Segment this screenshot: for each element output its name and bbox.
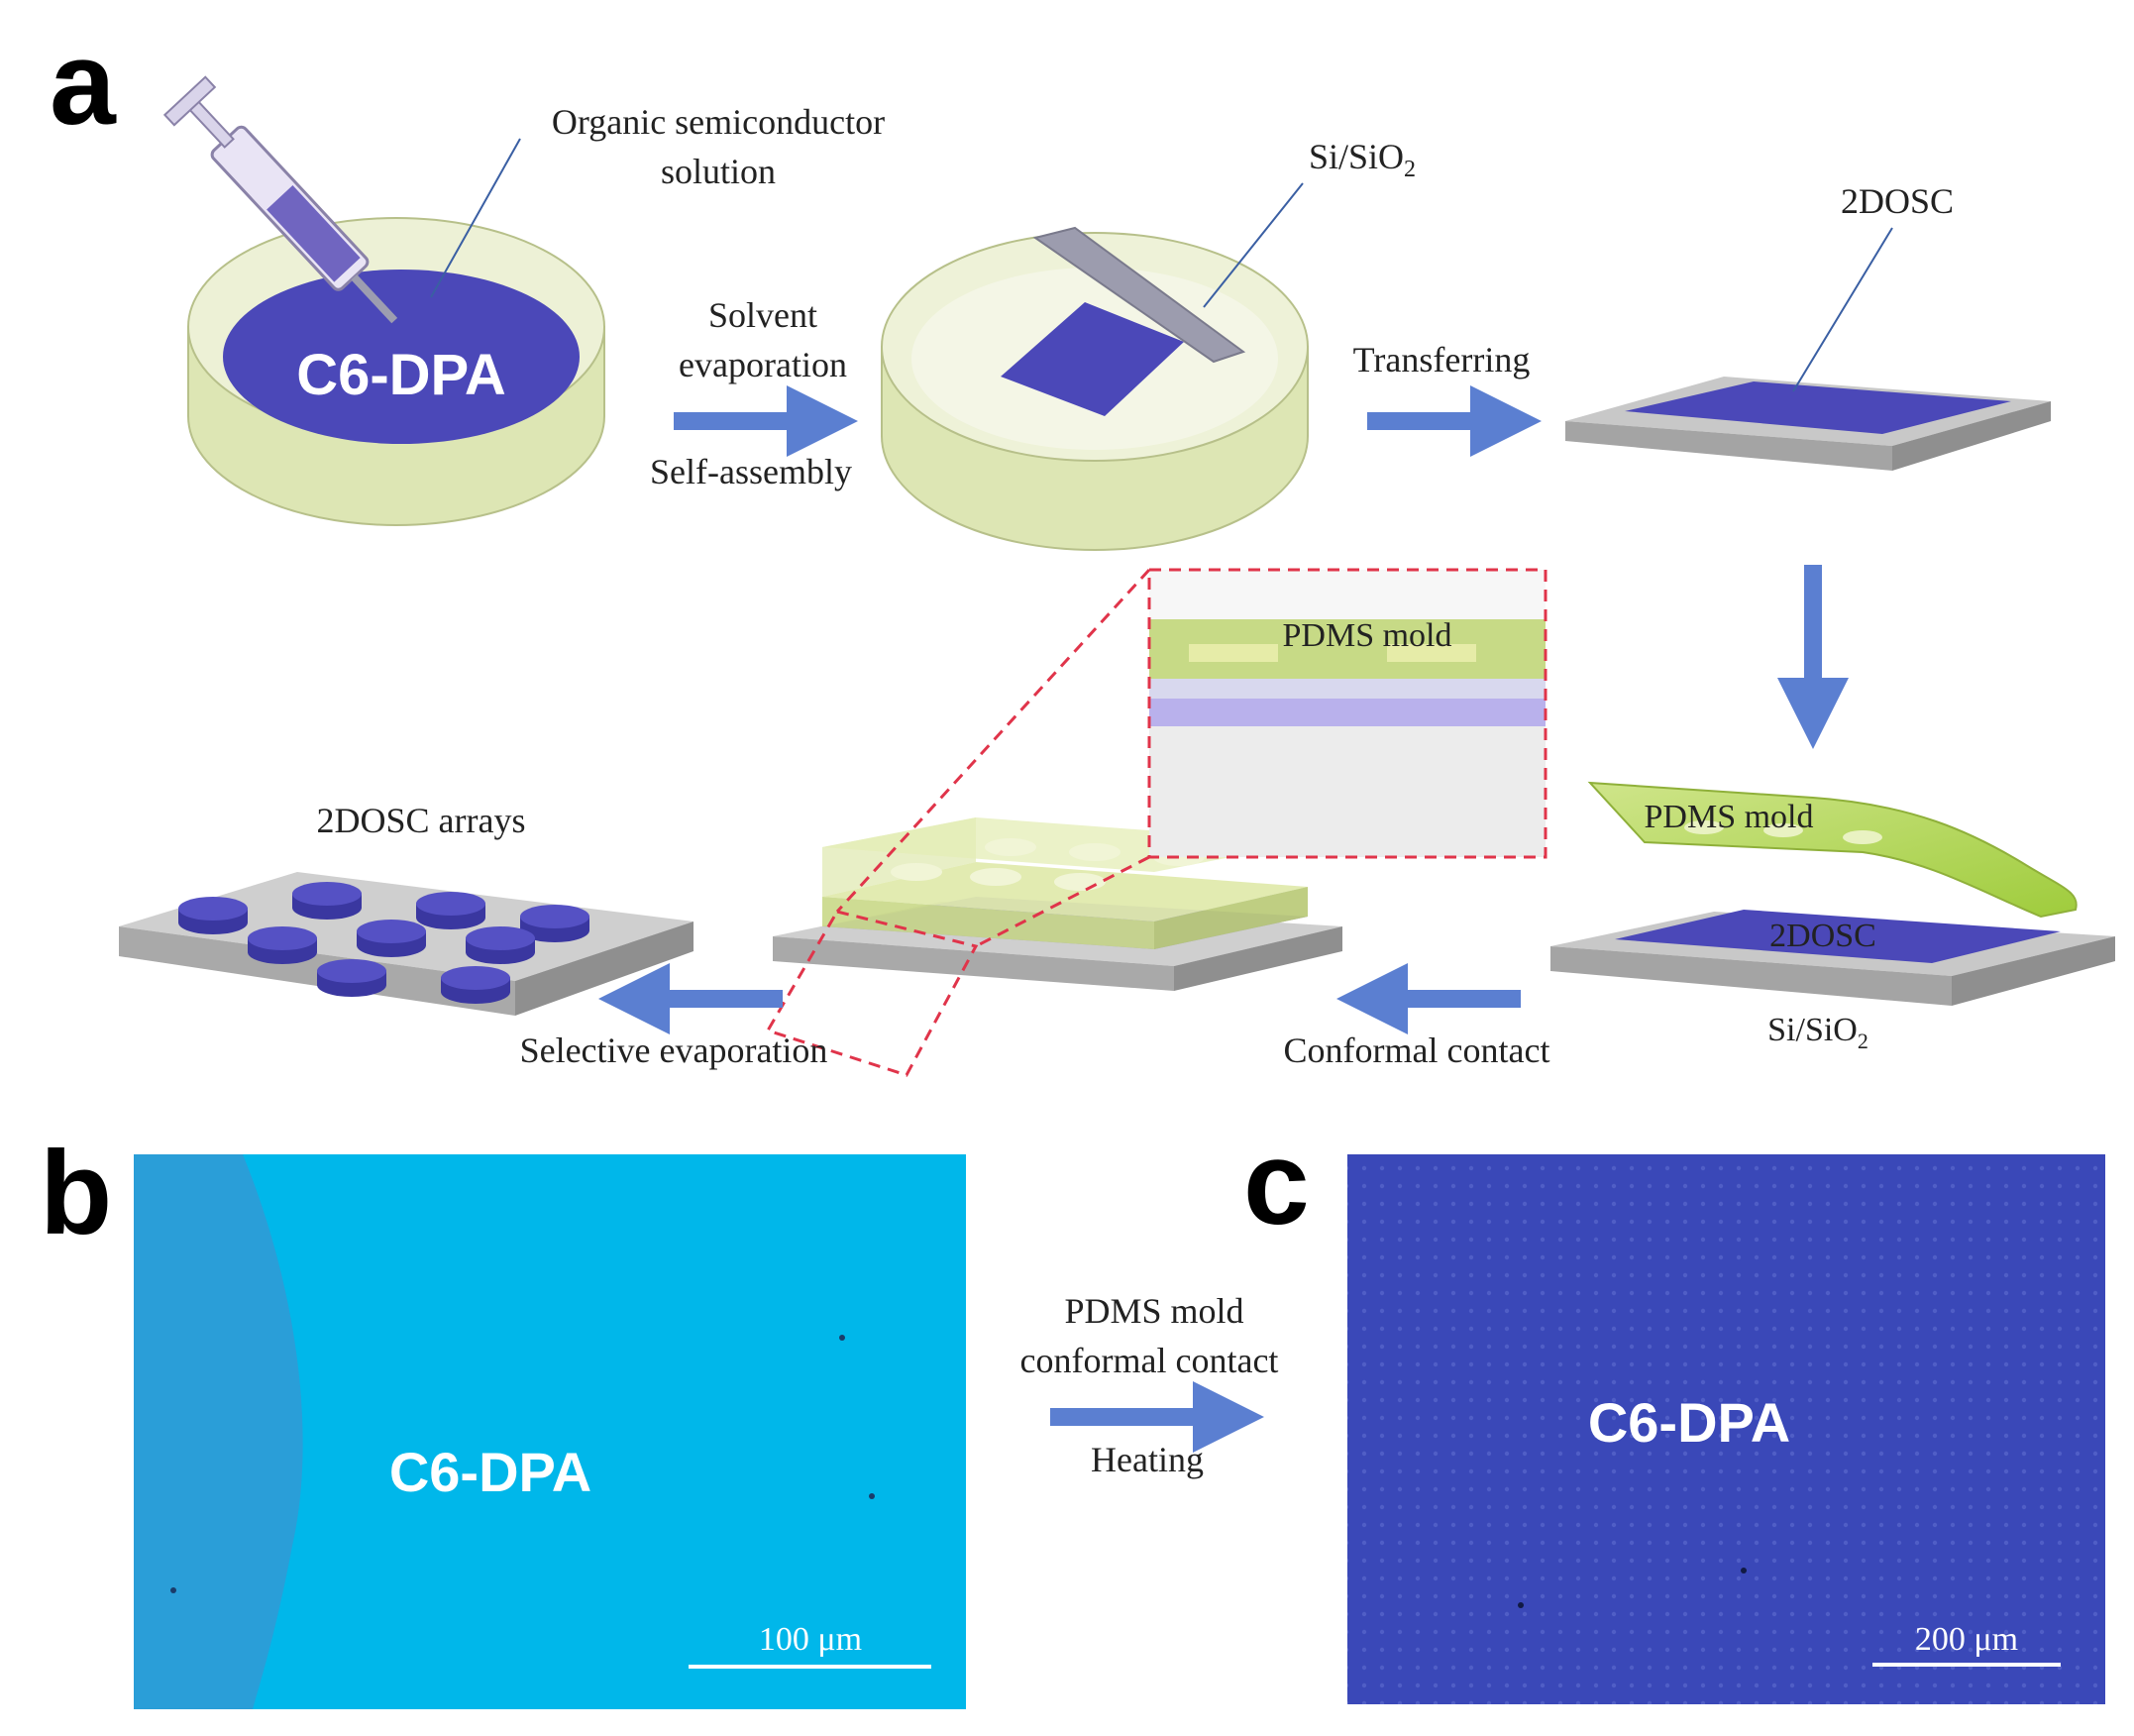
step1-line2: evaporation xyxy=(679,345,847,384)
micrograph-b: C6-DPA 100 μm xyxy=(134,1154,966,1709)
organic-label-line1: Organic semiconductor xyxy=(552,102,885,142)
petri-dish-1: C6-DPA xyxy=(187,217,605,526)
step4-label: Selective evaporation xyxy=(520,1031,828,1070)
scale-bar-c-label: 200 μm xyxy=(1915,1621,2018,1658)
panel-label-b: b xyxy=(40,1127,112,1259)
stack-film-label: 2DOSC xyxy=(1769,918,1876,954)
zoom-line-bottom xyxy=(975,855,1150,948)
zoom-line-top xyxy=(835,568,1151,914)
c6-dpa-solution xyxy=(223,270,580,444)
array-disc xyxy=(248,926,317,950)
organic-label-line2: solution xyxy=(661,152,776,191)
pdms-mold-sheet xyxy=(1587,781,2078,919)
array-disc xyxy=(416,892,485,916)
array-disc xyxy=(441,966,510,990)
array-disc xyxy=(317,959,386,983)
micrograph-c: C6-DPA 200 μm xyxy=(1347,1154,2105,1704)
dish-label: C6-DPA xyxy=(296,343,506,407)
substrate-with-film xyxy=(1565,377,2051,471)
stack-2dosc-film xyxy=(1615,910,2061,963)
transition-line3: Heating xyxy=(1091,1440,1204,1479)
substrate-label: Si/SiO2 xyxy=(1309,137,1416,182)
substrate-leader-line xyxy=(1203,182,1304,308)
array-disc xyxy=(178,897,248,921)
step2-label: Transferring xyxy=(1353,340,1531,380)
array-disc xyxy=(466,926,535,950)
film-label: 2DOSC xyxy=(1841,181,1954,221)
step3-label: Conformal contact xyxy=(1284,1031,1550,1070)
scale-bar-b-label: 100 μm xyxy=(759,1621,862,1658)
step1-line3: Self-assembly xyxy=(650,452,852,491)
step1-line1: Solvent xyxy=(708,295,817,335)
si-wafer-tilted xyxy=(1032,226,1246,364)
panel-label-c: c xyxy=(1243,1117,1310,1249)
array-disc xyxy=(520,905,589,928)
mold-label: PDMS mold xyxy=(1645,799,1814,835)
array-disc xyxy=(292,882,362,906)
film-leader-line xyxy=(1792,227,1893,392)
panel-c-label: C6-DPA xyxy=(1588,1391,1790,1454)
transition-line2: conformal contact xyxy=(1020,1341,1279,1380)
array-disc xyxy=(357,920,426,943)
array-discs xyxy=(178,882,589,1004)
pdms-mold-stack xyxy=(1550,781,2115,1006)
zoom-region xyxy=(765,910,979,1077)
inset-border xyxy=(1147,568,1547,859)
panel-b-label: C6-DPA xyxy=(389,1441,591,1503)
floating-film xyxy=(1001,302,1184,416)
panel-label-a: a xyxy=(50,17,117,150)
syringe-icon xyxy=(162,75,398,324)
transition-line1: PDMS mold xyxy=(1064,1291,1243,1331)
inset-label: PDMS mold xyxy=(1283,617,1452,654)
organic-leader-line xyxy=(430,138,521,298)
2dosc-film xyxy=(1625,381,2011,434)
conformal-stack xyxy=(773,817,1342,991)
arrays-label: 2DOSC arrays xyxy=(317,801,526,840)
inset-zoom: PDMS mold xyxy=(1147,568,1547,859)
petri-dish-2 xyxy=(881,226,1309,551)
stack-substrate-label: Si/SiO2 xyxy=(1767,1012,1868,1053)
